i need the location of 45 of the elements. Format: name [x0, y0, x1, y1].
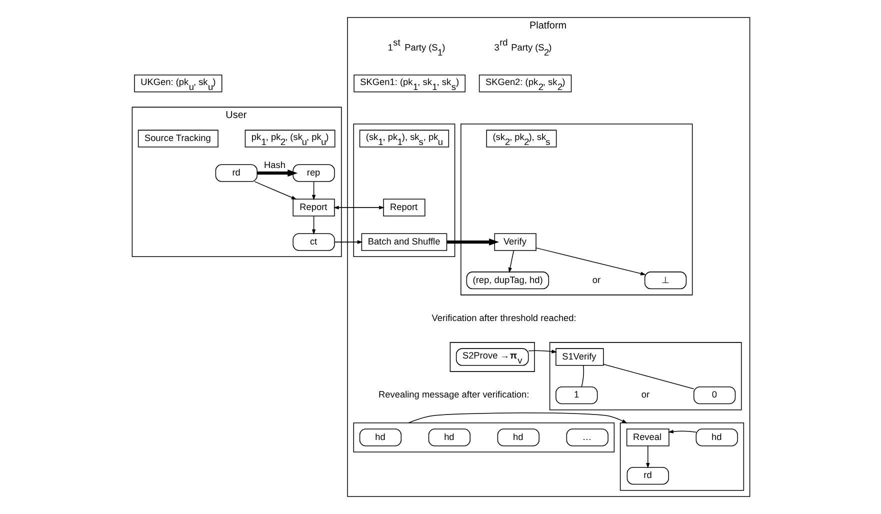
- node-box: hd: [358, 428, 402, 446]
- arrow: [535, 248, 646, 276]
- node-box: Source Tracking: [137, 130, 218, 148]
- node-box: Report: [292, 198, 334, 216]
- arrow: [311, 216, 316, 235]
- node-box: hd: [695, 428, 738, 446]
- connector: [602, 364, 694, 390]
- edge-label: Hash: [263, 160, 285, 170]
- arrow: [446, 238, 499, 246]
- node-box: ct: [292, 233, 334, 251]
- cluster: [619, 422, 744, 491]
- node-box: ⊥: [644, 272, 686, 290]
- arrow: [408, 412, 627, 424]
- cluster: [352, 422, 614, 452]
- arrow: [334, 240, 362, 244]
- arrow: [528, 350, 557, 354]
- node-box: hd: [496, 428, 539, 446]
- node-box: rd: [214, 164, 257, 182]
- arrow: [668, 430, 696, 434]
- cluster: [449, 342, 534, 372]
- label: or: [640, 390, 650, 400]
- node-box: Verify: [494, 233, 536, 251]
- label: Revealing message after verification:: [378, 390, 529, 400]
- node-box: 1: [555, 386, 598, 404]
- cluster: [460, 124, 692, 296]
- node-box: (rep, dupTag, hd): [466, 272, 549, 290]
- arrow: [646, 446, 650, 468]
- label: Verification after threshold reached:: [431, 313, 576, 324]
- node-box: rep: [292, 164, 334, 182]
- node-box: hd: [428, 428, 470, 446]
- connector: [580, 365, 584, 388]
- label: or: [592, 274, 600, 285]
- node-box: rd: [626, 466, 668, 485]
- node-box: Batch and Shuffle: [360, 233, 447, 251]
- node-box: Report: [382, 198, 425, 216]
- cluster: [352, 124, 455, 257]
- node-box: …: [566, 428, 608, 446]
- node-box: Reveal: [626, 428, 669, 446]
- arrow: [256, 170, 298, 177]
- node-box: 0: [692, 386, 736, 404]
- arrow: [254, 181, 296, 200]
- arrow: [508, 250, 514, 273]
- node-box: S1Verify: [555, 348, 604, 366]
- cluster: [548, 342, 742, 410]
- arrow: [311, 181, 316, 200]
